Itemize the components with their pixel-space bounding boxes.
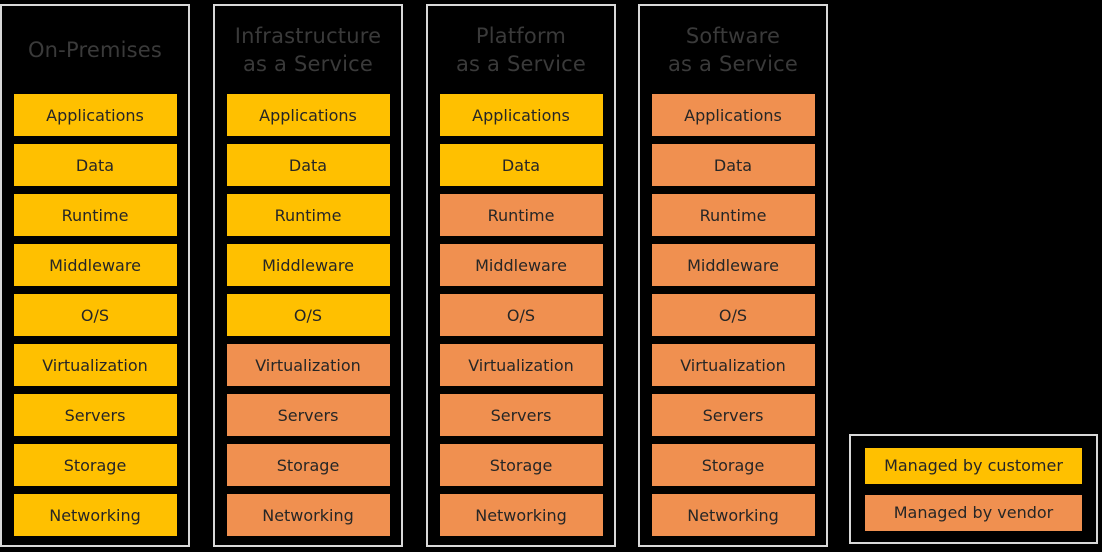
legend-item-vendor: Managed by vendor bbox=[865, 494, 1082, 531]
column-title: Platform as a Service bbox=[455, 24, 587, 76]
layer-box: Runtime bbox=[439, 194, 603, 236]
layer-box: Servers bbox=[439, 394, 603, 436]
column-title: Software as a Service bbox=[667, 24, 799, 76]
column-title: On-Premises bbox=[27, 38, 163, 62]
layer-box: Data bbox=[13, 144, 177, 186]
layer-box: Networking bbox=[651, 494, 815, 536]
layer-box: Middleware bbox=[226, 244, 390, 286]
layer-box: Applications bbox=[651, 94, 815, 136]
layer-box: Middleware bbox=[439, 244, 603, 286]
layer-box: Data bbox=[651, 144, 815, 186]
layer-box: Middleware bbox=[13, 244, 177, 286]
layer-box: Servers bbox=[651, 394, 815, 436]
layer-box: Networking bbox=[439, 494, 603, 536]
layer-box: Middleware bbox=[651, 244, 815, 286]
layer-box: Virtualization bbox=[439, 344, 603, 386]
layer-box: O/S bbox=[13, 294, 177, 336]
layer-box: Data bbox=[226, 144, 390, 186]
layer-box: O/S bbox=[439, 294, 603, 336]
layer-box: Storage bbox=[13, 444, 177, 486]
layer-box: Storage bbox=[226, 444, 390, 486]
layer-box: Applications bbox=[439, 94, 603, 136]
layer-box: Runtime bbox=[13, 194, 177, 236]
layer-box: Runtime bbox=[226, 194, 390, 236]
layer-box: Virtualization bbox=[226, 344, 390, 386]
layer-box: Applications bbox=[226, 94, 390, 136]
legend-item-customer: Managed by customer bbox=[865, 447, 1082, 484]
layer-box: Storage bbox=[439, 444, 603, 486]
layer-box: Servers bbox=[13, 394, 177, 436]
layer-box: Servers bbox=[226, 394, 390, 436]
layer-box: Runtime bbox=[651, 194, 815, 236]
layer-box: Data bbox=[439, 144, 603, 186]
layer-box: Virtualization bbox=[651, 344, 815, 386]
layer-box: Virtualization bbox=[13, 344, 177, 386]
layer-box: Networking bbox=[226, 494, 390, 536]
layer-box: O/S bbox=[651, 294, 815, 336]
layer-box: Networking bbox=[13, 494, 177, 536]
layer-box: O/S bbox=[226, 294, 390, 336]
layer-box: Applications bbox=[13, 94, 177, 136]
column-title: Infrastructure as a Service bbox=[234, 24, 382, 76]
layer-box: Storage bbox=[651, 444, 815, 486]
